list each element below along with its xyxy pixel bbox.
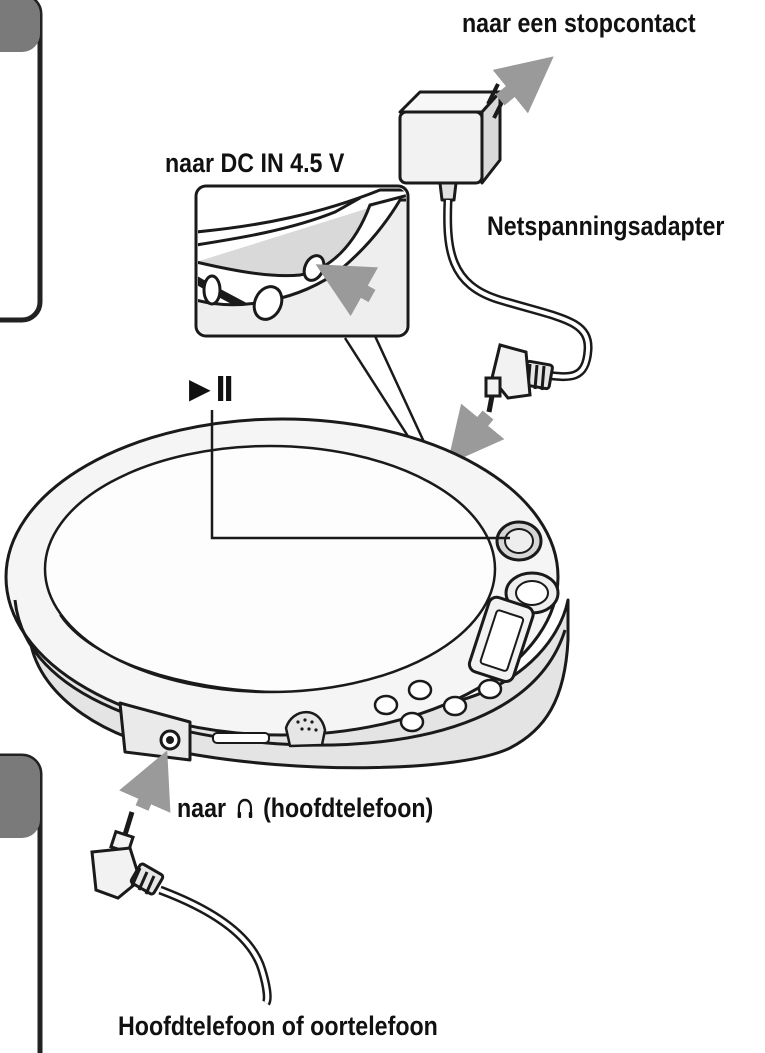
ac-adapter: [398, 83, 506, 202]
jack-arrow-icon: [315, 264, 379, 317]
page-tab-bottom: [0, 753, 43, 1053]
headphones-label-prefix: naar: [177, 793, 227, 823]
headphones-jack-label: naar (hoofdtelefoon): [177, 793, 433, 827]
headphones-arrow-icon: [119, 750, 171, 813]
earphones-label: Hoofdtelefoon of oortelefoon: [118, 1011, 438, 1041]
cd-player: [4, 417, 570, 770]
play-pause-icon: ►II: [182, 368, 234, 409]
outlet-arrow-icon: [492, 56, 554, 114]
page-tab-top: [0, 0, 43, 323]
dc-plug: [484, 343, 554, 413]
outlet-label: naar een stopcontact: [462, 8, 696, 38]
headphones-label-suffix: (hoofdtelefoon): [263, 793, 434, 823]
headphones-icon: [236, 796, 253, 827]
adapter-label: Netspanningsadapter: [487, 211, 725, 241]
dc-in-arrow-icon: [447, 403, 505, 465]
headphone-plug: [90, 811, 165, 900]
dc-in-label: naar DC IN 4.5 V: [165, 148, 345, 178]
play-pause-leader-line: [210, 410, 510, 540]
dc-in-detail-callout: [194, 184, 432, 456]
